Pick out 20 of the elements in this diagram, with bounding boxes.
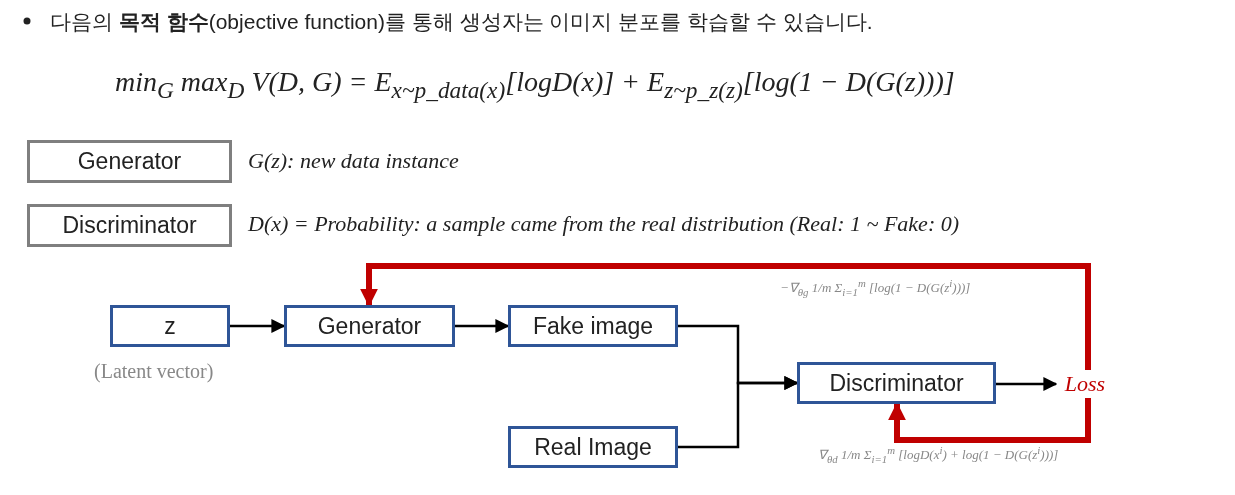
process-box: Generator bbox=[284, 305, 455, 347]
arrow bbox=[996, 377, 1058, 391]
arrow bbox=[455, 319, 510, 333]
objective-equation: min$_{G}$ max$_{D}$ V(D, G) = E$_{x~p_data(x)}$[logD(x)] + E$_{z~p_z(z)}$[log(1 − D(G(z)))] bbox=[115, 66, 955, 104]
process-box: Fake image bbox=[508, 305, 678, 347]
process-box: Discriminator bbox=[797, 362, 996, 404]
gradient-formula: −∇$_{θg}$ 1/m Σ$_{i=1}$$^{m}$ [log(1 − D(G(z$^{i}$)))] bbox=[780, 277, 971, 298]
process-box: z bbox=[110, 305, 230, 347]
arrow bbox=[888, 398, 1091, 443]
bullet-text: 다음의 목적 함수(objective function)를 통해 생성자는 이미지 분포를 학습할 수 있습니다. bbox=[50, 9, 873, 35]
arrow bbox=[230, 319, 286, 333]
definition-text: G(z): new data instance bbox=[248, 148, 459, 174]
arrow bbox=[360, 263, 1091, 370]
node-caption: (Latent vector) bbox=[94, 360, 214, 383]
definition-text: D(x) = Probability: a sample came from the real distribution (Real: 1 ~ Fake: 0) bbox=[248, 211, 960, 237]
legend-box: Discriminator bbox=[27, 204, 232, 247]
legend-box: Generator bbox=[27, 140, 232, 183]
gradient-formula: ∇$_{θd}$ 1/m Σ$_{i=1}$$^{m}$ [logD(x$^{i}$) + log(1 − D(G(z$^{i}$)))] bbox=[818, 444, 1059, 465]
arrow bbox=[678, 376, 799, 449]
process-box: Real Image bbox=[508, 426, 678, 468]
